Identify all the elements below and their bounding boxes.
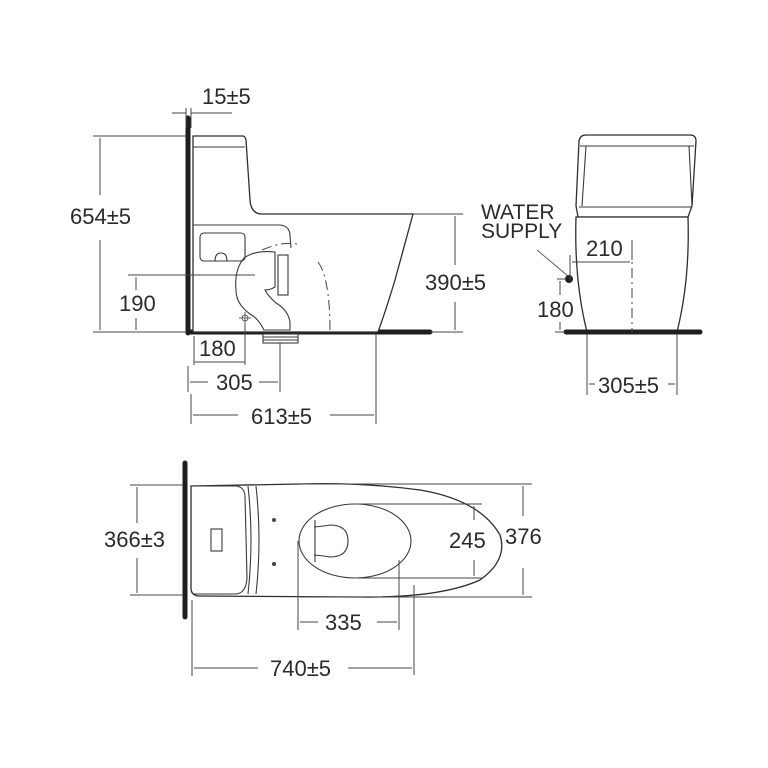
dim-base-width-label: 305±5 bbox=[598, 373, 659, 398]
front-tank-left-inner bbox=[581, 145, 587, 207]
side-bowl-dashed bbox=[317, 261, 331, 333]
dim-wall-gap-label: 15±5 bbox=[202, 84, 251, 109]
water-supply-label-line1: WATER bbox=[481, 201, 555, 224]
dim-outlet-from-wall: 180 bbox=[193, 324, 246, 365]
top-bowl-drain bbox=[313, 524, 349, 558]
water-supply-leader bbox=[536, 249, 569, 277]
top-body-outline bbox=[190, 482, 503, 598]
top-tank-edge2 bbox=[255, 485, 260, 595]
dim-outlet-height-label: 190 bbox=[119, 291, 156, 316]
dim-supply-height-label: 180 bbox=[537, 297, 574, 322]
dim-tank-width-label: 366±3 bbox=[104, 527, 165, 552]
dim-seat-opening-length: 335 bbox=[297, 541, 400, 635]
side-trap-rect bbox=[277, 254, 289, 296]
top-tank-outline bbox=[194, 485, 248, 595]
dim-overall-length-label: 740±5 bbox=[270, 656, 331, 681]
side-view: 15±5 654±5 190 180 bbox=[70, 84, 486, 429]
dim-seat-opening-width-label: 245 bbox=[449, 528, 486, 553]
dim-seat-opening-width: 245 bbox=[355, 503, 486, 579]
water-supply-point-icon bbox=[565, 275, 573, 283]
dim-total-height: 654±5 bbox=[70, 135, 186, 333]
dim-outlet-height: 190 bbox=[119, 274, 255, 330]
dim-supply-height: 180 bbox=[537, 278, 574, 333]
front-tank-outline bbox=[575, 134, 697, 218]
dim-supply-offset-label: 210 bbox=[586, 236, 623, 261]
dim-overall-length: 740±5 bbox=[191, 600, 412, 681]
side-trap-dashed bbox=[261, 242, 301, 251]
dim-outlet-from-wall-label: 180 bbox=[199, 336, 236, 361]
front-view: WATER SUPPLY 210 180 305±5 bbox=[481, 134, 703, 398]
dim-total-height-label: 654±5 bbox=[70, 204, 131, 229]
side-tank-outline bbox=[192, 135, 414, 333]
side-center-mark bbox=[239, 312, 251, 324]
front-tank-right-inner bbox=[688, 145, 693, 207]
dim-drain-center-label: 305 bbox=[216, 370, 253, 395]
top-view: 366±3 245 376 335 bbox=[104, 460, 542, 681]
dim-overall-width: 376 bbox=[300, 483, 542, 598]
top-flush-button bbox=[210, 528, 223, 552]
side-valve-notch bbox=[214, 252, 228, 262]
side-trapway bbox=[235, 251, 291, 331]
top-tank-edge1 bbox=[247, 485, 252, 595]
side-inner-shelf bbox=[193, 224, 292, 249]
dim-wall-gap: 15±5 bbox=[172, 84, 251, 128]
dim-drain-center: 305 bbox=[187, 343, 281, 395]
side-outlet-spigot bbox=[262, 333, 299, 344]
dim-seat-opening-length-label: 335 bbox=[325, 610, 362, 635]
dim-tank-width: 366±3 bbox=[104, 484, 183, 596]
dim-bowl-rim-height-label: 390±5 bbox=[425, 270, 486, 295]
top-hinge-hole-1 bbox=[272, 518, 276, 522]
dim-overall-width-label: 376 bbox=[505, 524, 542, 549]
dim-total-depth-label: 613±5 bbox=[251, 404, 312, 429]
dim-base-width: 305±5 bbox=[586, 334, 678, 398]
dim-supply-offset: 210 bbox=[569, 236, 633, 280]
dim-total-depth: 613±5 bbox=[190, 334, 377, 429]
water-supply-label-line2: SUPPLY bbox=[481, 220, 562, 243]
side-valve-box bbox=[199, 232, 246, 262]
top-hinge-hole-2 bbox=[272, 562, 276, 566]
dim-bowl-rim-height: 390±5 bbox=[413, 213, 486, 333]
